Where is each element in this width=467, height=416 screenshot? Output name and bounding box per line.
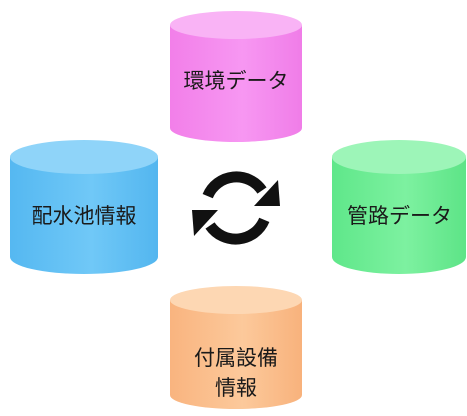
env-data-cylinder-top — [170, 11, 302, 39]
attachment-info-label-line-1: 付属設備 — [194, 346, 278, 370]
pipe-data-cylinder-body — [332, 157, 466, 274]
pipe-data-cylinder-top — [332, 140, 466, 174]
refresh-cycle-icon — [192, 171, 280, 245]
attachment-info-label: 付属設備 情報 — [170, 343, 302, 403]
env-data-cylinder — [170, 11, 302, 142]
attachment-info-cylinder-top — [170, 286, 302, 314]
refresh-upper-arrowhead — [254, 180, 280, 206]
attachment-info-cylinder — [170, 286, 302, 409]
reservoir-info-label: 配水池情報 — [31, 204, 137, 228]
pipe-data-cylinder — [332, 140, 466, 274]
attachment-info-cylinder-body — [170, 300, 302, 409]
reservoir-info-cylinder — [10, 140, 158, 274]
refresh-upper-arc — [202, 171, 267, 199]
attachment-info-label-line-2: 情報 — [215, 376, 257, 400]
reservoir-info-cylinder-top — [10, 140, 158, 174]
refresh-lower-arrowhead — [192, 210, 218, 236]
env-data-cylinder-body — [170, 25, 302, 142]
pipe-data-label: 管路データ — [347, 204, 452, 228]
env-data-label: 環境データ — [183, 69, 289, 93]
reservoir-info-cylinder-body — [10, 157, 158, 274]
refresh-lower-arc — [205, 217, 270, 245]
